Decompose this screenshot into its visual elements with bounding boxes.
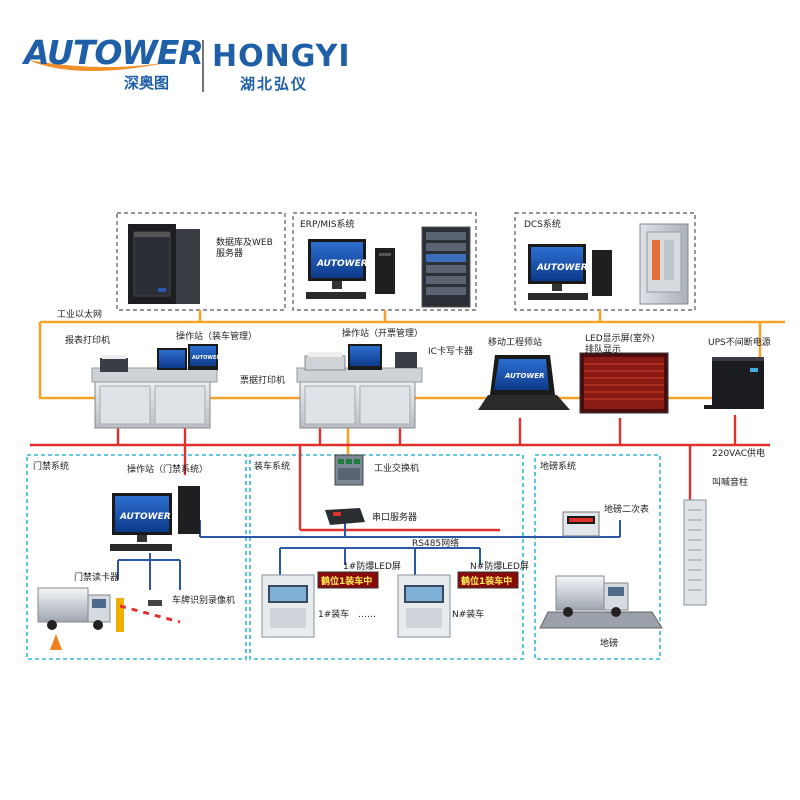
led-explosion-n-label: N#防爆LED屏 (470, 560, 529, 572)
dcs-zone (514, 212, 696, 311)
gate-reader-label: 门禁读卡器 (74, 571, 119, 583)
report-printer-label: 报表打印机 (65, 334, 110, 346)
dcs-workstation: AUTOWER (528, 244, 612, 300)
ups-label: UPS不间断电源 (708, 336, 771, 348)
weighbridge-zone (534, 454, 661, 660)
loading-station-screen-brand: AUTOWER (192, 355, 220, 361)
mobile-laptop: AUTOWER (478, 355, 570, 410)
ups-unit (704, 357, 764, 409)
scale-label: 地磅 (600, 637, 618, 649)
dcs-cabinet (639, 223, 689, 305)
gate-truck (37, 587, 111, 630)
hongyi-subtitle: 湖北弘仪 (240, 75, 308, 93)
rs485-bus (117, 518, 621, 590)
scale-indicator-label: 地磅二次表 (604, 503, 649, 515)
station-ticketing-label: 操作站（开票管理） (342, 327, 423, 339)
plate-camera-label: 车牌识别录像机 (172, 594, 235, 606)
loading-dots: …… (358, 610, 376, 620)
industrial-switch (334, 454, 364, 486)
autower-logo: AUTOWER 深奥图 (21, 33, 204, 92)
ethernet-label: 工业以太网 (57, 308, 102, 320)
industrial-switch-label: 工业交换机 (374, 462, 419, 474)
serial-server (325, 508, 365, 525)
dcs-zone-label: DCS系统 (524, 218, 561, 230)
led-explosion-1-text: 鹤位1装车中 (321, 575, 372, 587)
hongyi-wordmark: HONGYI (212, 39, 351, 74)
loading-zone-label: 装车系统 (254, 460, 290, 472)
station-gate-label: 操作站（门禁系统） (127, 463, 208, 475)
ticketing-station-desk (296, 344, 423, 429)
gate-screen-brand: AUTOWER (119, 512, 171, 522)
loading-n-label: N#装车 (452, 608, 484, 620)
serial-server-label: 串口服务器 (372, 511, 417, 523)
erp-screen-brand: AUTOWER (316, 259, 368, 269)
erp-server-rack (421, 226, 471, 308)
rs485-label: RS485网络 (412, 537, 459, 549)
ic-reader-label: IC卡写卡器 (428, 345, 473, 357)
loading-1-label: 1#装车 (318, 608, 349, 620)
gate-workstation: AUTOWER (110, 486, 200, 551)
laptop-screen-brand: AUTOWER (504, 372, 544, 380)
station-loading-label: 操作站（装车管理） (176, 330, 257, 342)
weighbridge-truck (539, 575, 663, 629)
gate-zone-label: 门禁系统 (33, 460, 69, 472)
loading-station-desk: AUTOWER (91, 344, 220, 429)
gate-zone (26, 454, 247, 660)
autower-subtitle: 深奥图 (124, 74, 169, 92)
loading-controller-1 (261, 574, 315, 638)
database-web-server (128, 224, 200, 304)
loading-controller-n (397, 574, 451, 638)
led-outdoor-display (579, 352, 669, 414)
mobile-station-label: 移动工程师站 (488, 336, 542, 348)
power-bus (30, 415, 770, 532)
speaker-label: 叫喊音柱 (712, 476, 748, 488)
loading-zone (249, 454, 524, 660)
ticket-printer-label: 票据打印机 (240, 374, 285, 386)
scale-indicator (562, 511, 600, 537)
dcs-screen-brand: AUTOWER (536, 263, 588, 273)
power-label: 220VAC供电 (712, 447, 765, 459)
weighbridge-zone-label: 地磅系统 (540, 460, 576, 472)
speaker-column (683, 499, 707, 606)
led-explosion-1-label: 1#防爆LED屏 (343, 560, 401, 572)
server-zone (116, 212, 286, 311)
gate-barrier (50, 598, 181, 650)
hongyi-logo: HONGYI 湖北弘仪 (212, 39, 351, 93)
erp-zone-label: ERP/MIS系统 (300, 218, 355, 230)
led-outdoor-label: LED显示屏(室外)排队显示 (585, 332, 655, 355)
autower-wordmark: AUTOWER (21, 33, 203, 72)
led-explosion-n-text: 鹤位1装车中 (461, 575, 512, 587)
erp-workstation: AUTOWER (306, 239, 395, 299)
led-explosion-n: 鹤位1装车中 (457, 571, 519, 589)
led-explosion-1: 鹤位1装车中 (317, 571, 379, 589)
